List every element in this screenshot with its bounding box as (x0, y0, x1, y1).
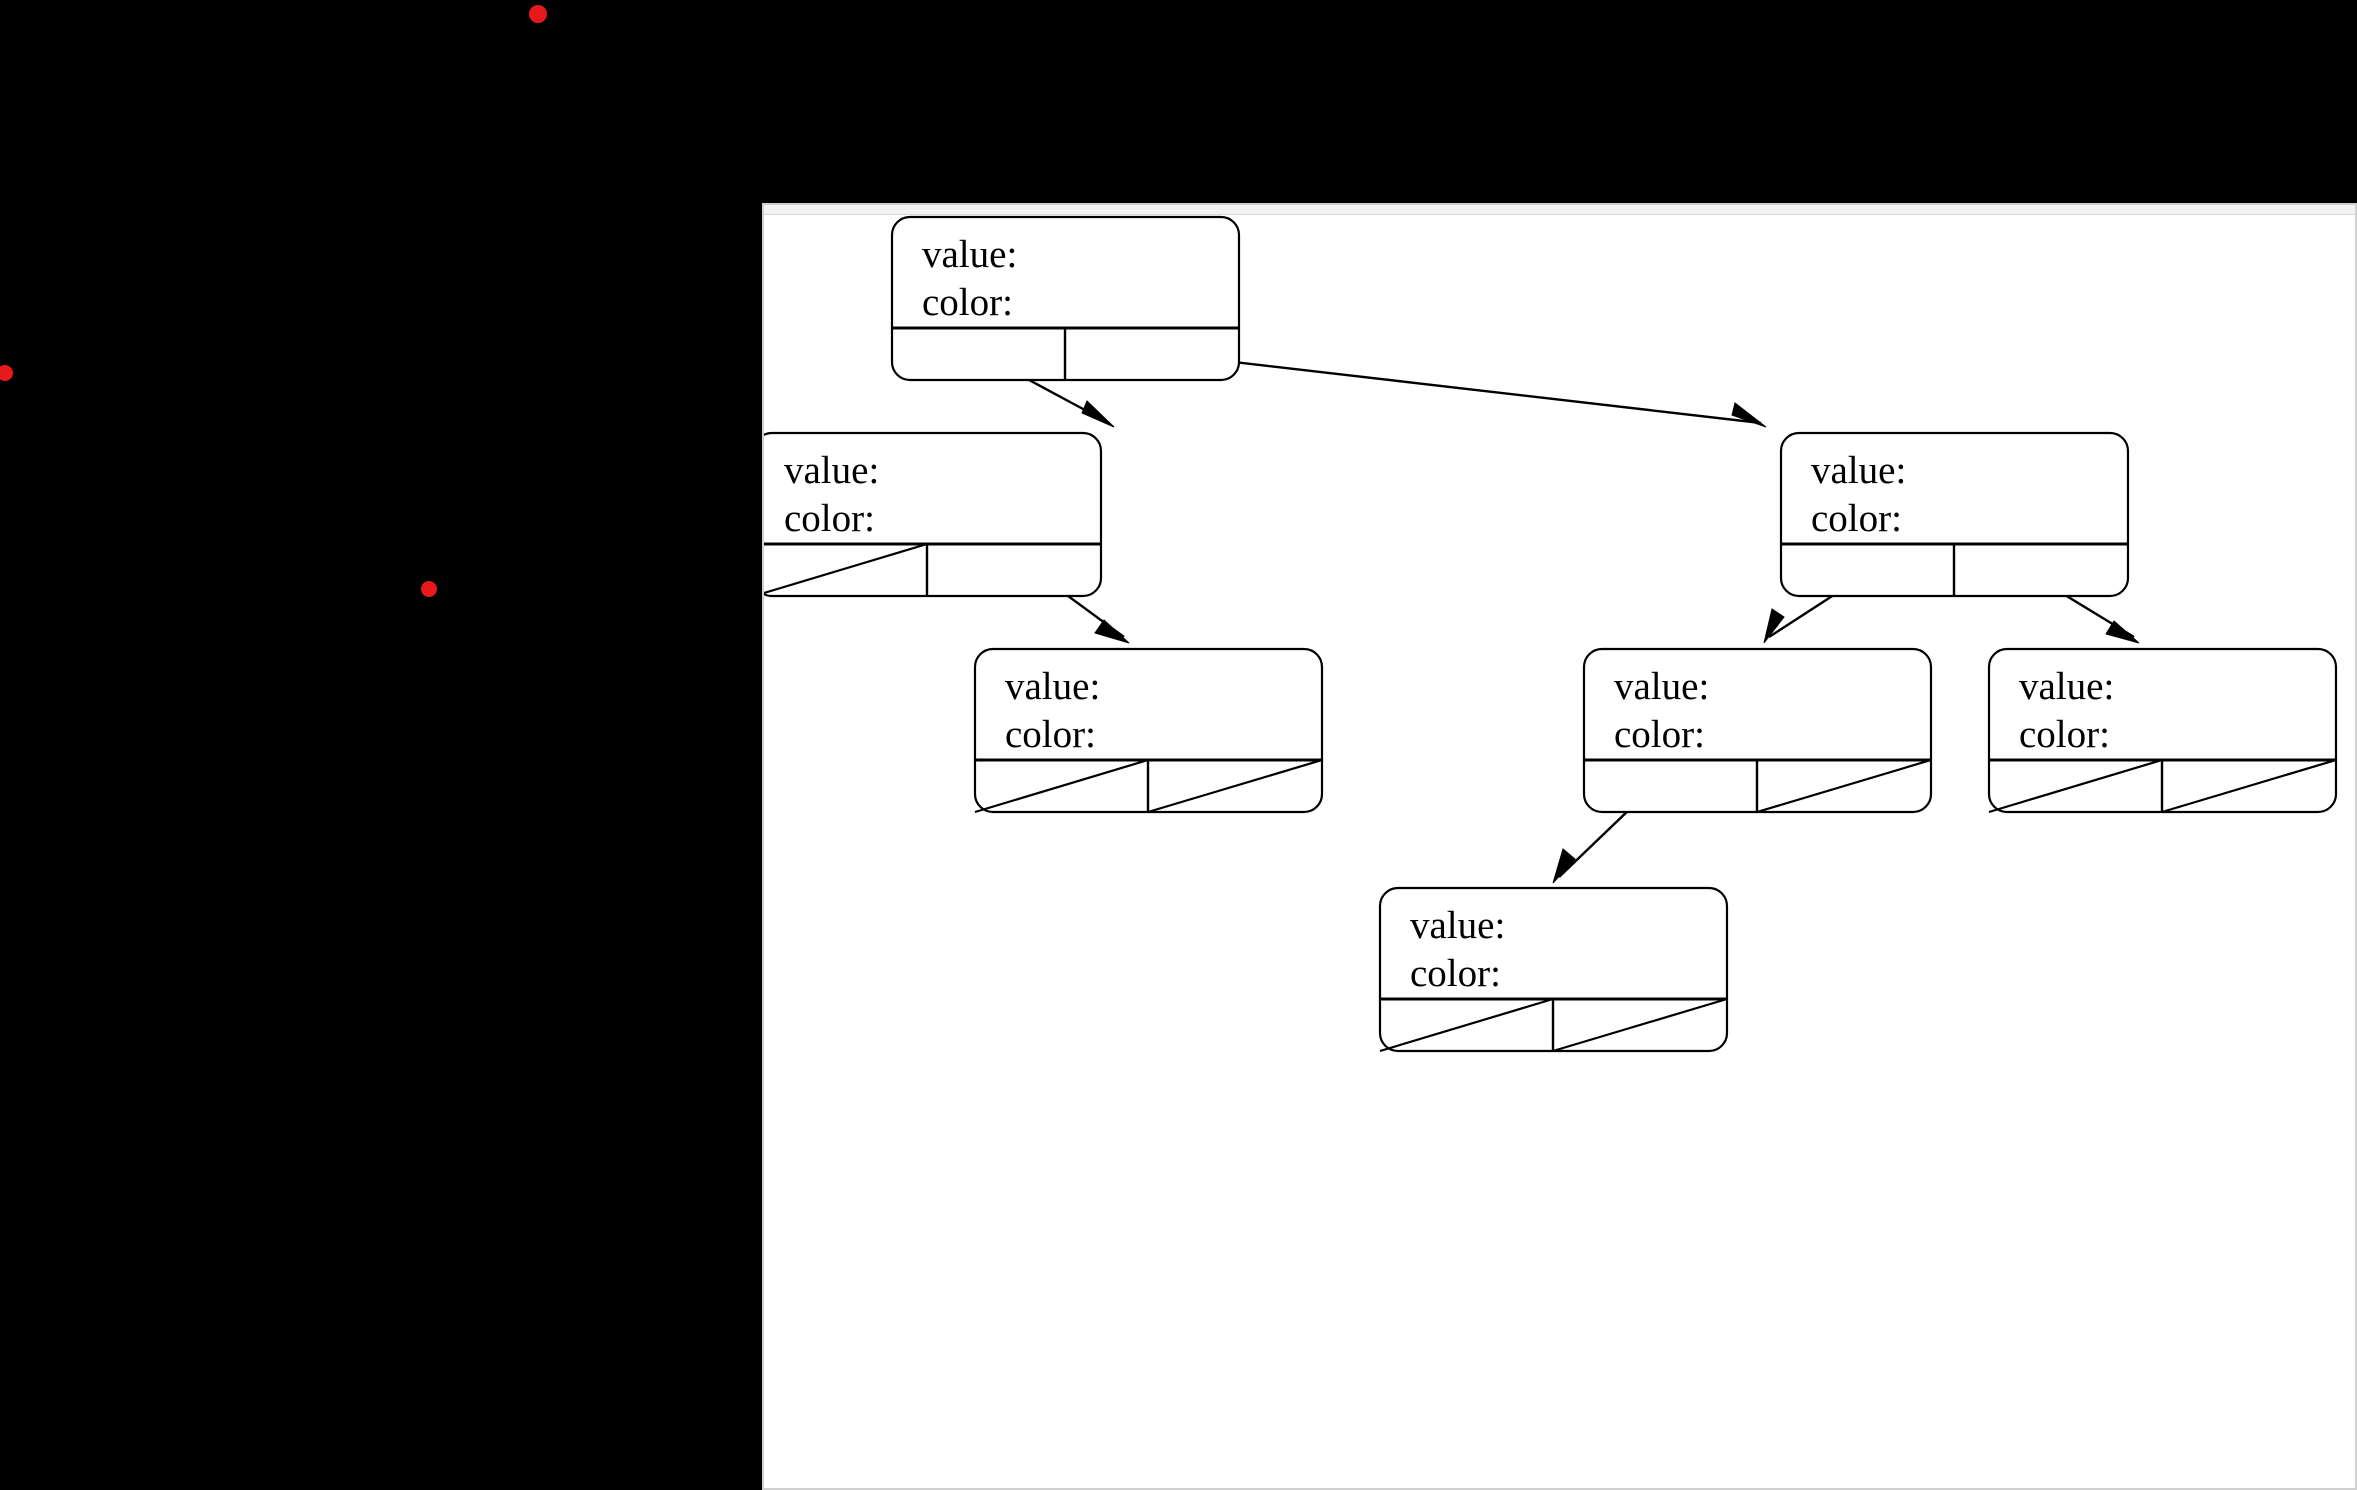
binary-tree-diagram: value: color: value: color: value: color… (764, 215, 2338, 1053)
diagram-panel[interactable]: value: color: value: color: value: color… (762, 203, 2357, 1490)
node-color-label: color: (1410, 952, 1501, 995)
tree-node-leaf-bottom[interactable]: value: color: (1378, 886, 1729, 1053)
marker-dot-left (0, 365, 13, 381)
marker-dot-mid (421, 581, 437, 597)
panel-bottom-rule (764, 1488, 2357, 1490)
node-value-label: value: (922, 233, 1017, 276)
node-value-label: value: (2019, 665, 2114, 708)
node-value-label: value: (1005, 665, 1100, 708)
node-color-label: color: (2019, 713, 2110, 756)
tree-node-inner-right[interactable]: value: color: (1582, 647, 1933, 814)
panel-top-strip (764, 205, 2357, 215)
tree-node-left-child[interactable]: value: color: (764, 431, 1103, 598)
node-color-label: color: (1811, 497, 1902, 540)
tree-node-root[interactable]: value: color: (890, 215, 1241, 382)
panel-right-rule (2355, 205, 2357, 1490)
node-color-label: color: (784, 497, 875, 540)
node-value-label: value: (1614, 665, 1709, 708)
edge-root-to-right-child (1155, 351, 1767, 428)
node-value-label: value: (1410, 904, 1505, 947)
node-color-label: color: (1005, 713, 1096, 756)
node-color-label: color: (1614, 713, 1705, 756)
tree-node-leaf-far-right[interactable]: value: color: (1987, 647, 2338, 814)
node-value-label: value: (784, 449, 879, 492)
tree-node-right-child[interactable]: value: color: (1779, 431, 2130, 598)
node-value-label: value: (1811, 449, 1906, 492)
tree-node-leaf-left[interactable]: value: color: (973, 647, 1324, 814)
marker-dot-top (529, 5, 547, 23)
edge-layer (978, 351, 2140, 884)
node-color-label: color: (922, 281, 1013, 324)
